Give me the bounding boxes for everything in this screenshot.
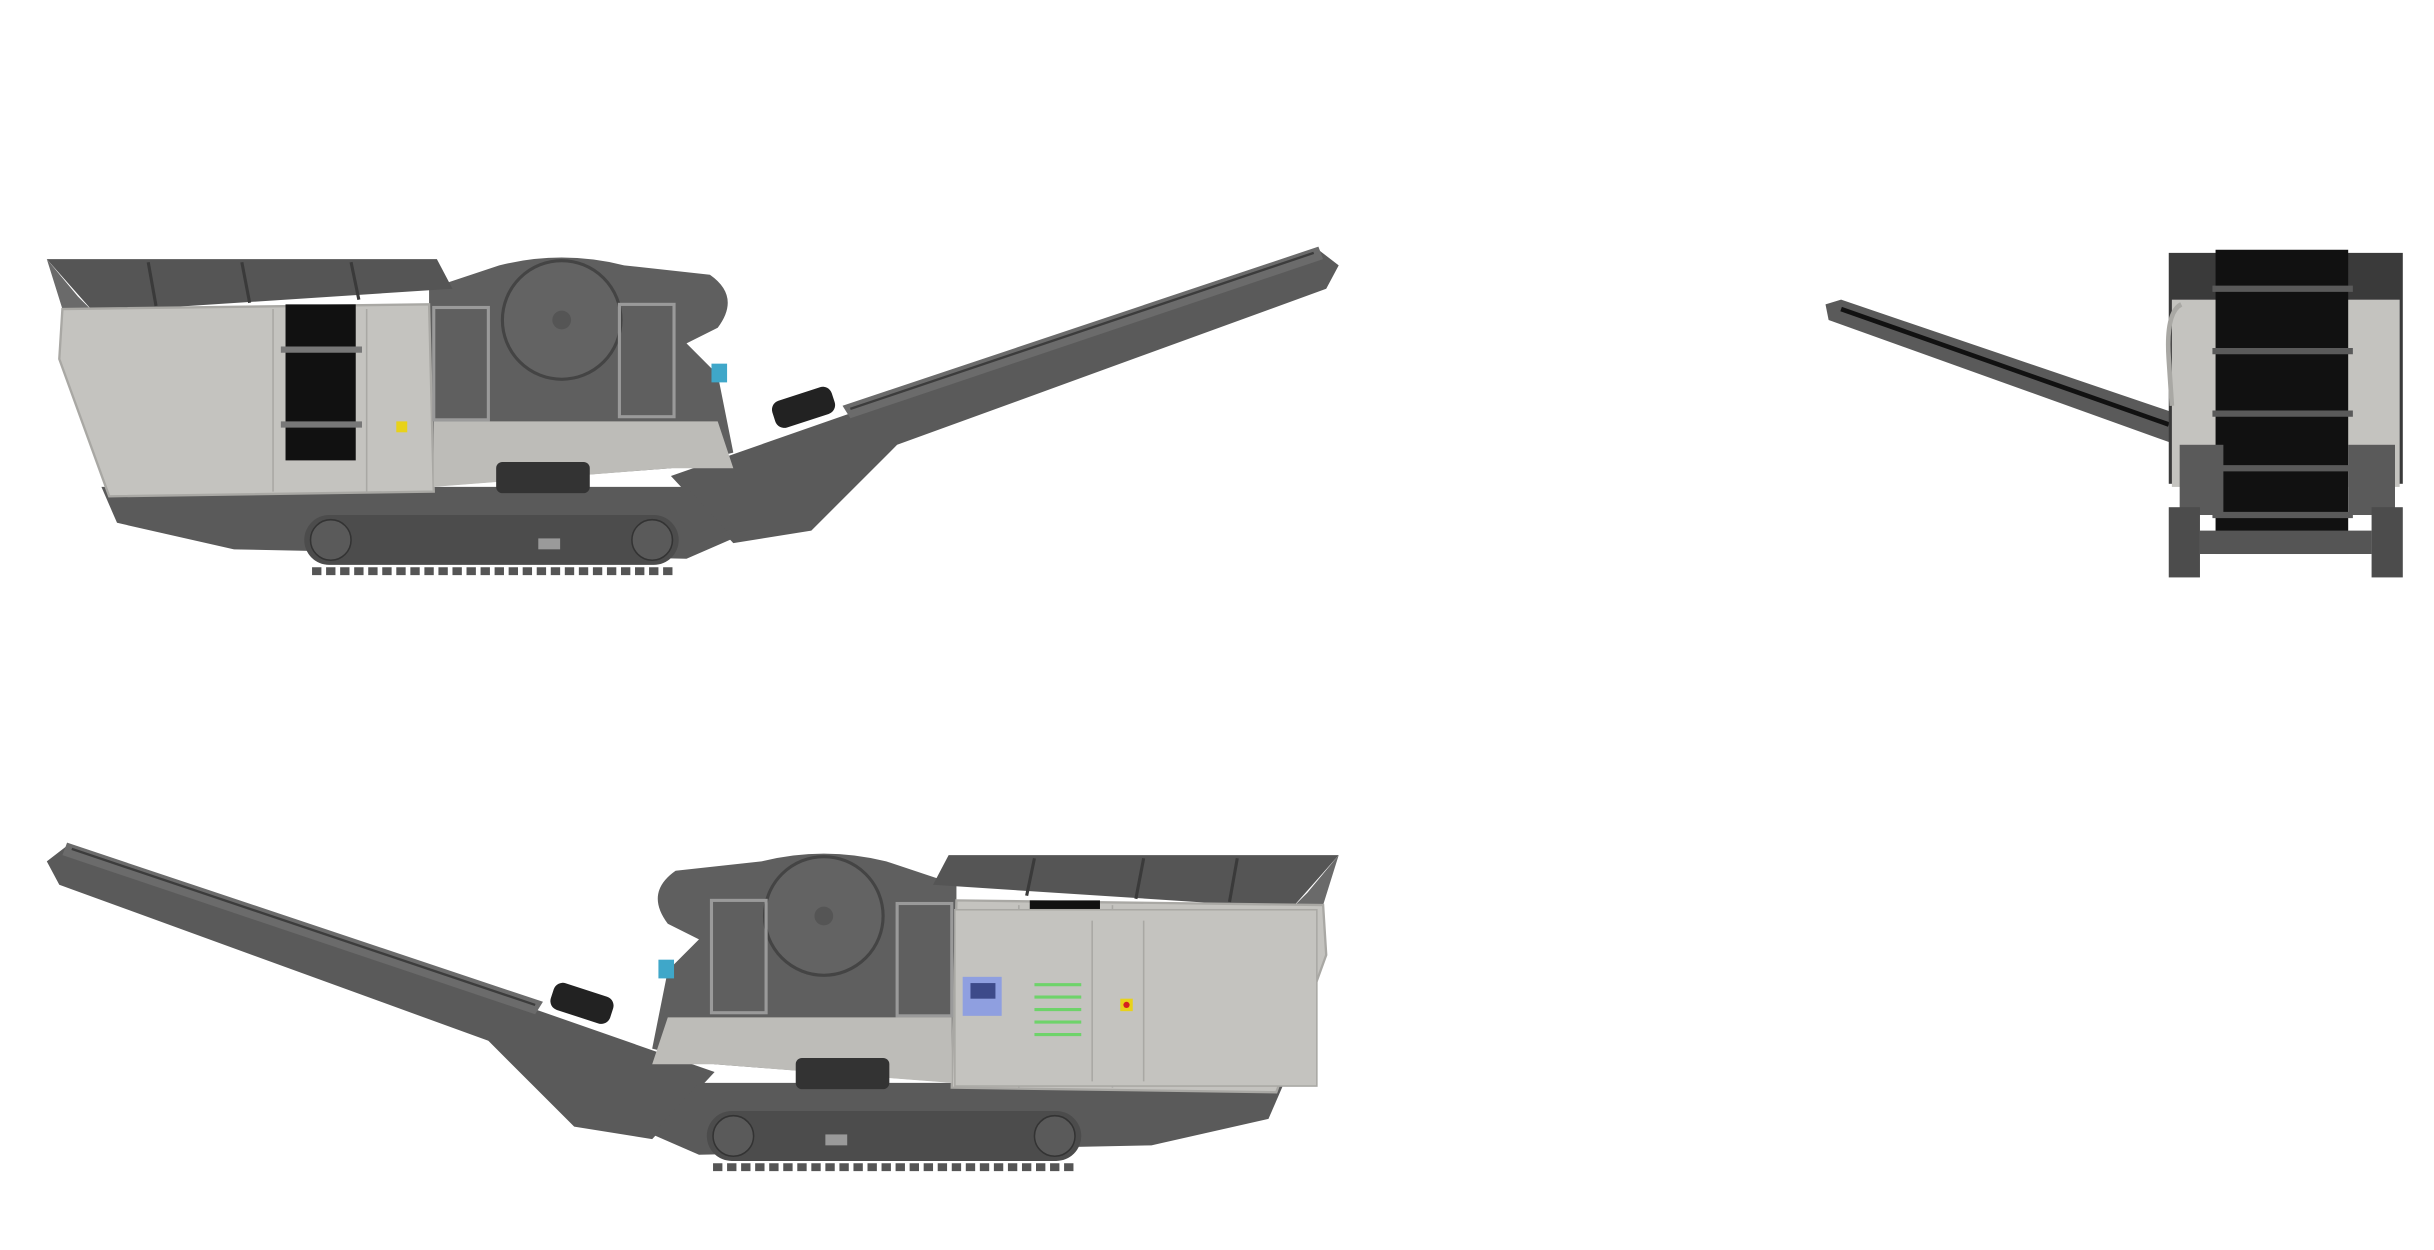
end-track-right <box>2371 507 2403 578</box>
end-view <box>1825 249 2403 578</box>
end-feeder-belt <box>2215 249 2349 555</box>
end-track-left <box>2168 507 2200 578</box>
control-panel-area <box>954 908 1318 1087</box>
side-view-left <box>47 247 1339 572</box>
indicator-lights <box>1034 983 1082 1037</box>
